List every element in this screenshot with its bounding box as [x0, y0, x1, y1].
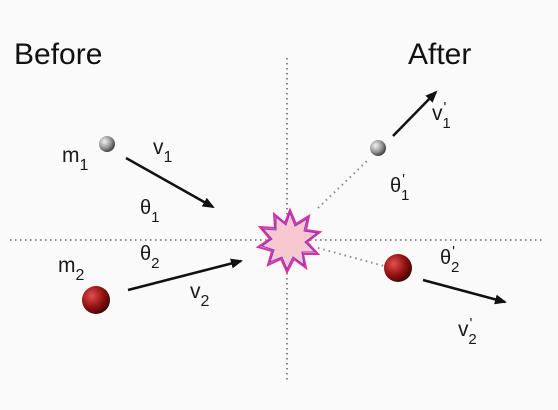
mass-2-ball-after	[384, 254, 412, 282]
velocity-arrow-v2	[127, 258, 243, 292]
label-theta2: θ2	[140, 243, 159, 272]
label-v1: v1	[153, 136, 173, 166]
label-v1-after: v'1	[432, 99, 451, 132]
velocity-arrow-v1	[125, 156, 215, 209]
label-v2: v2	[190, 280, 210, 310]
label-v2-after: v'2	[458, 315, 477, 348]
label-m2: m2	[58, 254, 85, 284]
label-theta1: θ1	[140, 197, 159, 226]
label-theta1-after: θ'1	[390, 171, 409, 204]
after-heading: After	[408, 38, 471, 71]
trajectory-line-1-after	[317, 159, 369, 209]
collision-burst-icon	[255, 207, 323, 275]
mass-1-ball-after	[370, 140, 386, 156]
collision-burst-inner-outline	[260, 211, 319, 271]
velocity-arrow-v1-after	[392, 90, 438, 137]
label-m1: m1	[62, 144, 89, 174]
label-theta2-after: θ'2	[440, 243, 459, 276]
velocity-arrow-v2-after	[422, 278, 507, 305]
mass-1-ball	[99, 136, 115, 152]
before-heading: Before	[14, 38, 102, 71]
trajectory-line-2-after	[317, 247, 385, 267]
mass-2-ball	[82, 286, 110, 314]
